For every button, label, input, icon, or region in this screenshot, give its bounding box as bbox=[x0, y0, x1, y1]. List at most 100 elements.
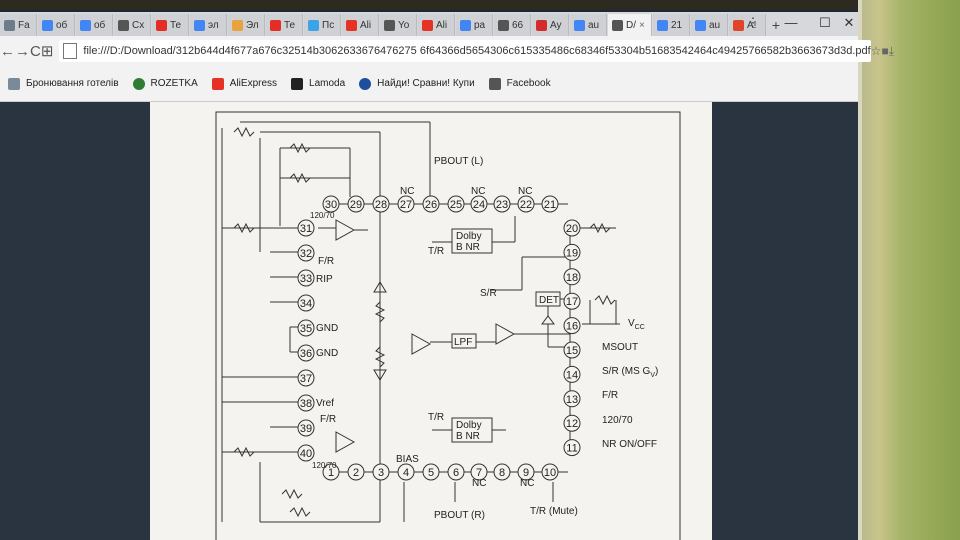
pin-25-label: 25 bbox=[450, 199, 462, 211]
tab-2[interactable]: об bbox=[76, 14, 113, 36]
pin-8-label: 8 bbox=[499, 467, 505, 479]
google-icon bbox=[42, 19, 53, 31]
pin-37-circle bbox=[297, 369, 315, 387]
pin-32-label: 32 bbox=[300, 248, 312, 260]
tab-14[interactable]: Ау bbox=[532, 14, 569, 36]
forward-button[interactable]: → bbox=[15, 42, 30, 60]
tab-label: об bbox=[56, 19, 68, 31]
pin-1-circle bbox=[322, 463, 340, 481]
tab-label: Сх bbox=[132, 19, 145, 31]
google-icon bbox=[460, 19, 471, 31]
tab-8[interactable]: Пс bbox=[304, 14, 341, 36]
pin-4-label: 4 bbox=[403, 467, 409, 479]
pin-12-circle bbox=[563, 414, 581, 432]
tab-0[interactable]: Fa bbox=[0, 14, 37, 36]
bookmark-4[interactable]: Найди! Сравни! Купи bbox=[359, 77, 475, 90]
pin-34-label: 34 bbox=[300, 298, 312, 310]
pin-7-circle bbox=[470, 463, 488, 481]
tab-label: об bbox=[94, 19, 106, 31]
maximize-button[interactable]: ☐ bbox=[819, 15, 831, 30]
tab-label: Yo bbox=[398, 19, 410, 31]
page-icon bbox=[488, 77, 501, 90]
menu-icon[interactable]: ⋮ bbox=[746, 15, 760, 30]
bookmark-star-icon[interactable]: ☆ bbox=[870, 44, 882, 58]
bookmark-label: Lamoda bbox=[309, 78, 346, 89]
pin-8-circle bbox=[493, 463, 511, 481]
pin-30-circle bbox=[322, 195, 340, 213]
google-icon bbox=[574, 19, 585, 31]
pin-35-circle bbox=[297, 319, 315, 337]
bookmarks-bar: Бронювання готелів ROZETKA AliExpress Lamod… bbox=[0, 66, 858, 102]
dolby-top-label: Dolby bbox=[456, 231, 482, 242]
pin-34-circle bbox=[297, 294, 315, 312]
pin-23-label: 23 bbox=[496, 199, 508, 211]
pin-32-circle bbox=[297, 244, 315, 262]
pin-27-label: 27 bbox=[400, 199, 412, 211]
close-window-button[interactable]: ✕ bbox=[843, 15, 855, 30]
tab-label: ра bbox=[474, 19, 486, 31]
ratio-bottom-label: 120/70 bbox=[312, 461, 337, 470]
pin-20-label: 20 bbox=[566, 223, 578, 235]
tab-13[interactable]: 66 bbox=[494, 14, 531, 36]
tab-15[interactable]: au bbox=[570, 14, 607, 36]
pin-6-label: 6 bbox=[453, 467, 459, 479]
tab-label: А! bbox=[747, 19, 757, 31]
pin-9-label: 9 bbox=[523, 467, 529, 479]
page-icon bbox=[118, 19, 129, 31]
tab-16[interactable]: D/× bbox=[608, 14, 652, 36]
reload-button[interactable]: C bbox=[30, 42, 41, 60]
bookmark-1[interactable]: ROZETKA bbox=[132, 77, 198, 90]
bookmark-2[interactable]: AliExpress bbox=[211, 77, 277, 90]
tab-label: 21 bbox=[671, 19, 683, 31]
tab-label: Те bbox=[284, 19, 296, 31]
bookmark-3[interactable]: Lamoda bbox=[291, 77, 346, 90]
tab-17[interactable]: 21 bbox=[653, 14, 690, 36]
nc-22-label: NC bbox=[518, 186, 532, 197]
pin-25-circle bbox=[447, 195, 465, 213]
tab-5[interactable]: эл bbox=[190, 14, 227, 36]
tab-6[interactable]: Эл bbox=[228, 14, 265, 36]
pin-18-label: 18 bbox=[566, 272, 578, 284]
tab-12[interactable]: ра bbox=[456, 14, 493, 36]
sr-label: S/R bbox=[480, 288, 497, 299]
pin-21-circle bbox=[541, 195, 559, 213]
gnd-36-label: GND bbox=[316, 348, 338, 359]
download-icon[interactable]: ⤓ bbox=[888, 43, 894, 58]
rip-label: RIP bbox=[316, 274, 333, 285]
pin-21-label: 21 bbox=[544, 199, 556, 211]
t-icon bbox=[733, 19, 744, 31]
pin-13-circle bbox=[563, 390, 581, 408]
lamoda-icon bbox=[291, 77, 304, 90]
tab-1[interactable]: об bbox=[38, 14, 75, 36]
bookmark-5[interactable]: Facebook bbox=[488, 77, 551, 90]
tab-4[interactable]: Те bbox=[152, 14, 189, 36]
close-tab-icon[interactable]: × bbox=[639, 19, 645, 31]
ratio-top-label: 120/70 bbox=[310, 211, 335, 220]
nr-onoff-label: NR ON/OFF bbox=[602, 439, 657, 450]
aliexpress-icon bbox=[346, 19, 357, 31]
new-tab-button[interactable]: + bbox=[771, 17, 781, 33]
tab-3[interactable]: Сх bbox=[114, 14, 151, 36]
tab-18[interactable]: au bbox=[691, 14, 728, 36]
tab-19[interactable]: А! bbox=[729, 14, 766, 36]
pin-1-label: 1 bbox=[328, 467, 334, 479]
minimize-button[interactable]: — bbox=[784, 15, 798, 30]
tab-7[interactable]: Те bbox=[266, 14, 303, 36]
tab-9[interactable]: Ali bbox=[342, 14, 379, 36]
pin-35-label: 35 bbox=[300, 323, 312, 335]
tab-label: эл bbox=[208, 19, 219, 31]
lpf-label: LPF bbox=[454, 337, 472, 348]
pin-22-circle bbox=[517, 195, 535, 213]
url-field[interactable]: file:///D:/Download/312b644d4f677a676c32… bbox=[59, 40, 871, 62]
bookmark-label: Facebook bbox=[506, 78, 551, 89]
pin-19-circle bbox=[563, 243, 581, 261]
pin-23-circle bbox=[493, 195, 511, 213]
bias-label: BIAS bbox=[396, 454, 419, 465]
tab-10[interactable]: Yo bbox=[380, 14, 417, 36]
apps-icon[interactable]: ⊞ bbox=[40, 43, 54, 60]
tab-11[interactable]: Ali bbox=[418, 14, 455, 36]
back-button[interactable]: ← bbox=[0, 42, 15, 60]
bookmark-0[interactable]: Бронювання готелів bbox=[8, 77, 119, 90]
extension-icon[interactable]: ■ bbox=[881, 44, 889, 58]
